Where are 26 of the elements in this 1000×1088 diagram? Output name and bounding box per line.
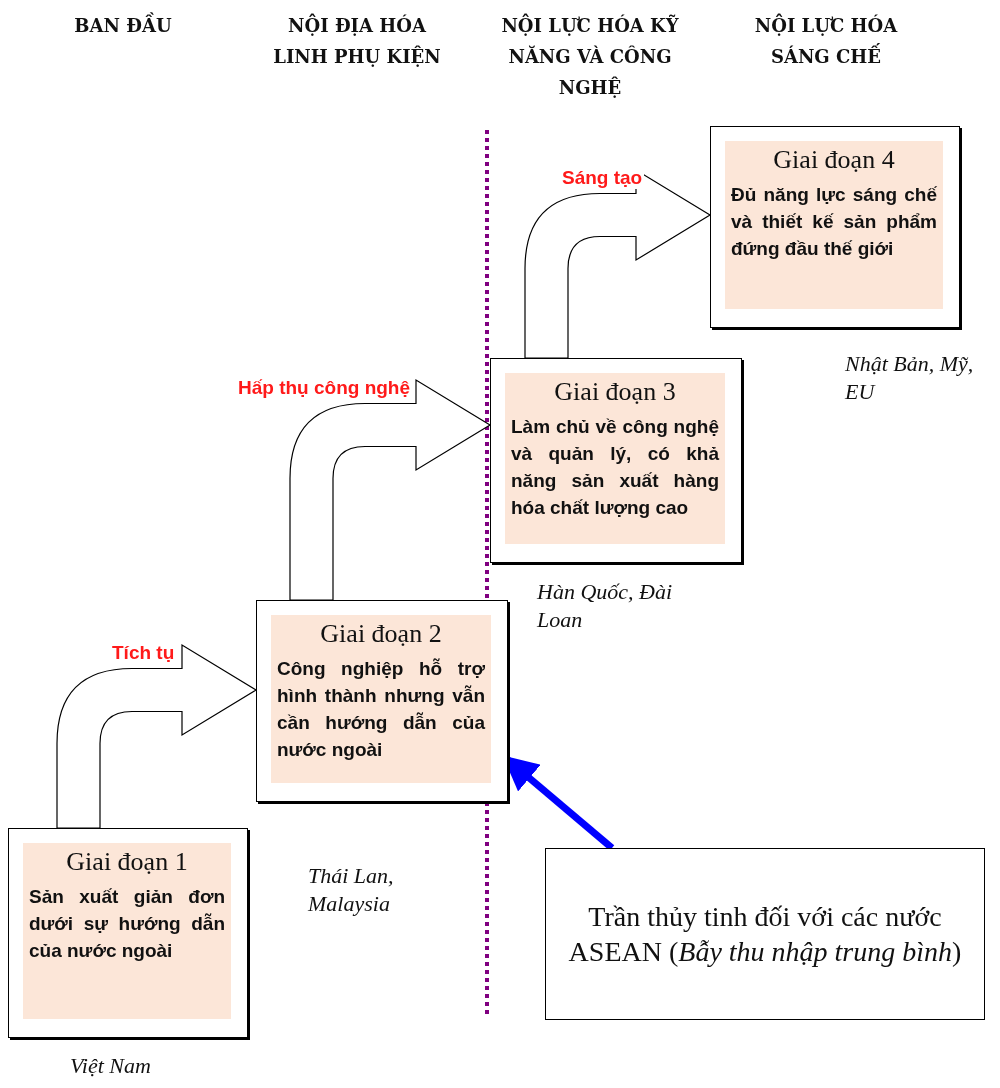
stage-box — [8, 828, 248, 1038]
column-heading: NỘI LỰC HÓA SÁNG CHẾ — [753, 12, 899, 69]
country-label: Việt Nam — [70, 1052, 152, 1080]
stage-title: Giai đoạn 4 — [772, 144, 896, 176]
stage-description: Làm chủ về công nghệ và quản lý, có khả năng sản xuất hàng hóa chất lượng cao — [511, 415, 719, 520]
country-label: Nhật Bản, Mỹ, EU — [845, 350, 975, 406]
bent-arrow — [289, 379, 491, 601]
stage-box — [256, 600, 508, 802]
country-label: Thái Lan, Malaysia — [308, 862, 395, 918]
edge-label: Sáng tạo — [560, 167, 645, 189]
stage-title: Giai đoạn 3 — [553, 376, 677, 408]
stage-title: Giai đoạn 1 — [65, 846, 189, 878]
column-heading: NỘI ĐỊA HÓA LINH PHỤ KIỆN — [272, 12, 442, 69]
stage-description: Công nghiệp hỗ trợ hình thành nhưng vẫn cần hướng dẫn của nước ngoài — [277, 657, 485, 762]
note-text: Trần thủy tinh đối với các nước ASEAN (Bẫy thu nhập trung bình) — [567, 900, 963, 969]
country-label: Hàn Quốc, Đài Loan — [537, 578, 674, 634]
stage-box — [490, 358, 742, 563]
note-box — [545, 848, 985, 1020]
stage-description: Sản xuất giản đơn dưới sự hướng dẫn của nước ngoài — [29, 885, 225, 963]
stage-box — [710, 126, 960, 328]
bent-arrow — [56, 644, 257, 829]
edge-label: Hấp thụ công nghệ — [236, 377, 413, 399]
column-heading: NỘI LỰC HÓA KỸ NĂNG VÀ CÔNG NGHỆ — [500, 12, 680, 100]
stage-title: Giai đoạn 2 — [319, 618, 443, 650]
stage-description: Đủ năng lực sáng chế và thiết kế sản phẩm đứng đầu thế giới — [731, 183, 937, 261]
column-heading: BAN ĐẦU — [13, 10, 233, 41]
